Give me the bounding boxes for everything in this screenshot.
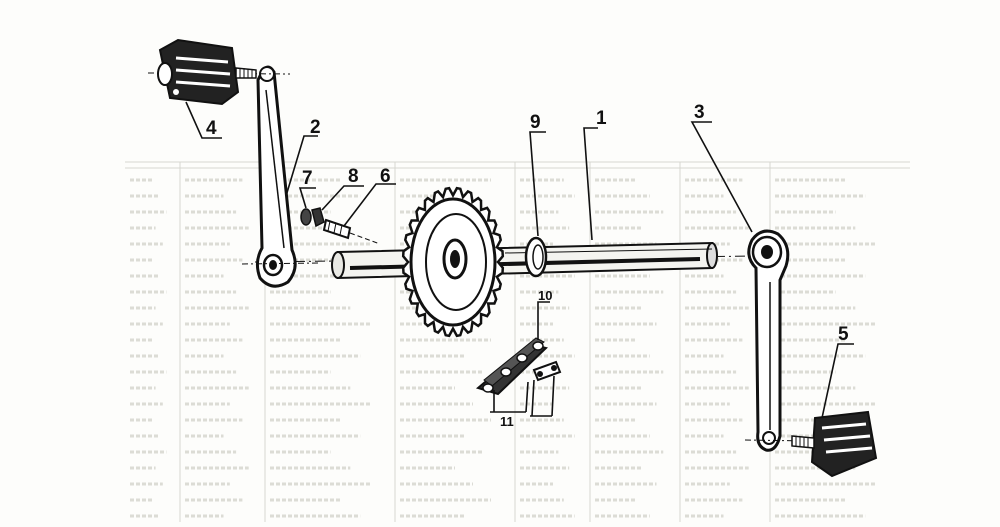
callout-7: 7 bbox=[302, 168, 313, 189]
spacer-ring bbox=[524, 236, 548, 278]
callout-1: 1 bbox=[596, 108, 607, 129]
callout-5: 5 bbox=[838, 324, 849, 345]
chain-pieces bbox=[475, 337, 562, 396]
callout-6: 6 bbox=[380, 166, 391, 187]
callout-9: 9 bbox=[530, 112, 541, 133]
background-bleedthrough bbox=[125, 161, 910, 522]
right-pedal bbox=[791, 410, 878, 478]
callouts: 1 2 3 4 5 6 7 8 9 10 11 bbox=[206, 102, 849, 429]
callout-10: 10 bbox=[538, 288, 552, 303]
cotter-parts bbox=[300, 207, 381, 245]
callout-11: 11 bbox=[500, 414, 514, 429]
right-crank bbox=[744, 229, 809, 452]
left-pedal bbox=[147, 38, 291, 106]
leader-lines bbox=[185, 101, 854, 419]
chainwheel bbox=[401, 186, 505, 338]
callout-3: 3 bbox=[694, 102, 705, 123]
callout-4: 4 bbox=[206, 118, 217, 139]
callout-2: 2 bbox=[310, 117, 321, 138]
left-crank bbox=[241, 65, 321, 288]
callout-8: 8 bbox=[348, 166, 359, 187]
